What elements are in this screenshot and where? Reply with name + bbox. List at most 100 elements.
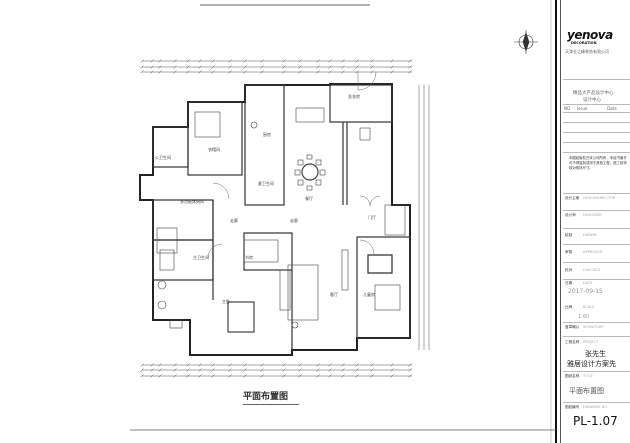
room-label-hall: 走廊 xyxy=(230,217,238,223)
dimension-tick xyxy=(198,59,202,63)
value-date: DATE xyxy=(583,281,593,285)
dimension-tick xyxy=(355,59,359,63)
label-approved: 审核 xyxy=(565,250,573,254)
dimension-tick xyxy=(186,59,190,63)
value-checked: CHECKED xyxy=(583,268,601,272)
label-design-director: 设计主案 xyxy=(565,196,580,200)
room-label-study: 书房 xyxy=(245,254,253,260)
label-checked: 校对 xyxy=(565,268,573,272)
dimension-tick xyxy=(370,59,374,63)
dimension-tick xyxy=(355,70,359,74)
room-label-cloakroom: 衣帽间 xyxy=(208,146,220,152)
rev-no: NO. xyxy=(564,106,572,111)
dimension-tick xyxy=(243,65,247,69)
room-label-foyer: 门厅 xyxy=(368,214,376,220)
dimension-tick xyxy=(316,59,320,63)
dimension-tick xyxy=(260,65,264,69)
logo-subtitle: DECORATION xyxy=(571,41,597,45)
dimension-tick xyxy=(316,65,320,69)
rev-date: Date xyxy=(607,106,617,111)
value-approved: APPROVED xyxy=(583,250,603,254)
dimension-tick xyxy=(341,70,345,74)
dimension-tick xyxy=(198,65,202,69)
label-designer: 设计师 xyxy=(565,213,576,217)
north-arrow-icon xyxy=(514,30,538,54)
interior-walls xyxy=(152,84,411,350)
room-label-master-bed: 主卧 xyxy=(222,298,230,304)
dimension-tick xyxy=(355,65,359,69)
dimension-tick xyxy=(298,70,302,74)
dimension-tick xyxy=(298,65,302,69)
bottom-dimension-lines xyxy=(142,364,412,377)
drawing-title-underline xyxy=(243,404,299,405)
dimension-tick xyxy=(140,59,144,63)
drawing-title: 平面布置图 xyxy=(243,392,289,402)
room-label-elder-room: 儿童房 xyxy=(363,291,375,297)
label-project: 工程名称 xyxy=(565,340,580,344)
rev-issue: Issue xyxy=(577,106,588,111)
sheet-number: PL-1.07 xyxy=(573,414,618,428)
company-logo: yenova xyxy=(567,28,613,42)
dimension-tick xyxy=(298,59,302,63)
dimension-tick xyxy=(228,70,232,74)
dimension-tick xyxy=(282,70,286,74)
dimension-tick xyxy=(408,65,412,69)
room-label-multi-room: 多功能休闲间 xyxy=(180,198,204,204)
design-center-2: 设计中心 xyxy=(583,98,601,103)
dimension-tick xyxy=(328,70,332,74)
dimension-tick xyxy=(228,65,232,69)
title-block: yenova DECORATION 天津业之峰装饰有限公司 精品大产品设计中心 … xyxy=(560,0,630,443)
dimension-tick xyxy=(370,70,374,74)
notes: 本图纸版权归本公司所有，未经书面许可不得复制或用于其他工程，施工前请核对现场尺寸… xyxy=(569,156,627,170)
dimension-tick xyxy=(390,65,394,69)
label-sheet-title: 图纸名称 xyxy=(565,374,580,378)
label-sheet-number: 图纸编号 xyxy=(565,405,580,409)
floor-plan-drawing: 厨房 餐厅 门厅 走廊 客厅 洗衣房 客卫生间 衣帽间 公卫生间 多功能休闲间 … xyxy=(130,0,557,443)
scale: 1:60 xyxy=(578,314,590,320)
dimension-tick xyxy=(341,59,345,63)
room-label-kitchen: 厨房 xyxy=(263,131,271,137)
dimension-tick xyxy=(228,59,232,63)
dimension-tick xyxy=(282,65,286,69)
dimension-tick xyxy=(186,70,190,74)
dimension-ticks xyxy=(140,59,412,378)
value-project: PROJECT xyxy=(583,340,599,344)
dimension-tick xyxy=(390,59,394,63)
dimension-tick xyxy=(390,70,394,74)
room-label-guest-bath: 客卫生间 xyxy=(258,180,274,186)
value-designer: DESIGNER xyxy=(583,213,602,217)
dimension-tick xyxy=(243,70,247,74)
dimension-tick xyxy=(211,70,215,74)
dimension-tick xyxy=(260,59,264,63)
dimension-tick xyxy=(211,59,215,63)
dimension-tick xyxy=(158,65,162,69)
date: 2017-09-15 xyxy=(568,288,603,295)
dimension-tick xyxy=(282,59,286,63)
value-design-director: DESIGNDIRECTOR xyxy=(583,196,616,200)
dimension-tick xyxy=(211,65,215,69)
dimension-tick xyxy=(140,70,144,74)
label-scale: 比例 xyxy=(565,305,573,309)
value-drawn: DRAWN xyxy=(583,233,597,237)
dimension-tick xyxy=(173,70,177,74)
top-dimension-lines xyxy=(142,60,412,73)
project-client: 张先生 xyxy=(585,350,606,358)
dimension-tick xyxy=(186,65,190,69)
dimension-tick xyxy=(140,65,144,69)
dimension-tick xyxy=(408,70,412,74)
label-signature: 盖章确认 xyxy=(565,325,580,329)
dimension-tick xyxy=(328,59,332,63)
sheet-title: 平面布置图 xyxy=(569,387,604,395)
dimension-tick xyxy=(150,70,154,74)
room-label-corridor: 走廊 xyxy=(290,217,298,223)
dimension-tick xyxy=(341,65,345,69)
dimension-tick xyxy=(150,65,154,69)
dimension-tick xyxy=(173,59,177,63)
label-date: 日期 xyxy=(565,281,573,285)
dimension-tick xyxy=(150,59,154,63)
dimension-tick xyxy=(198,70,202,74)
dimension-tick xyxy=(173,65,177,69)
value-signature: SIGNATURE xyxy=(583,325,604,329)
label-drawn: 绘制 xyxy=(565,233,573,237)
furniture xyxy=(156,107,406,333)
